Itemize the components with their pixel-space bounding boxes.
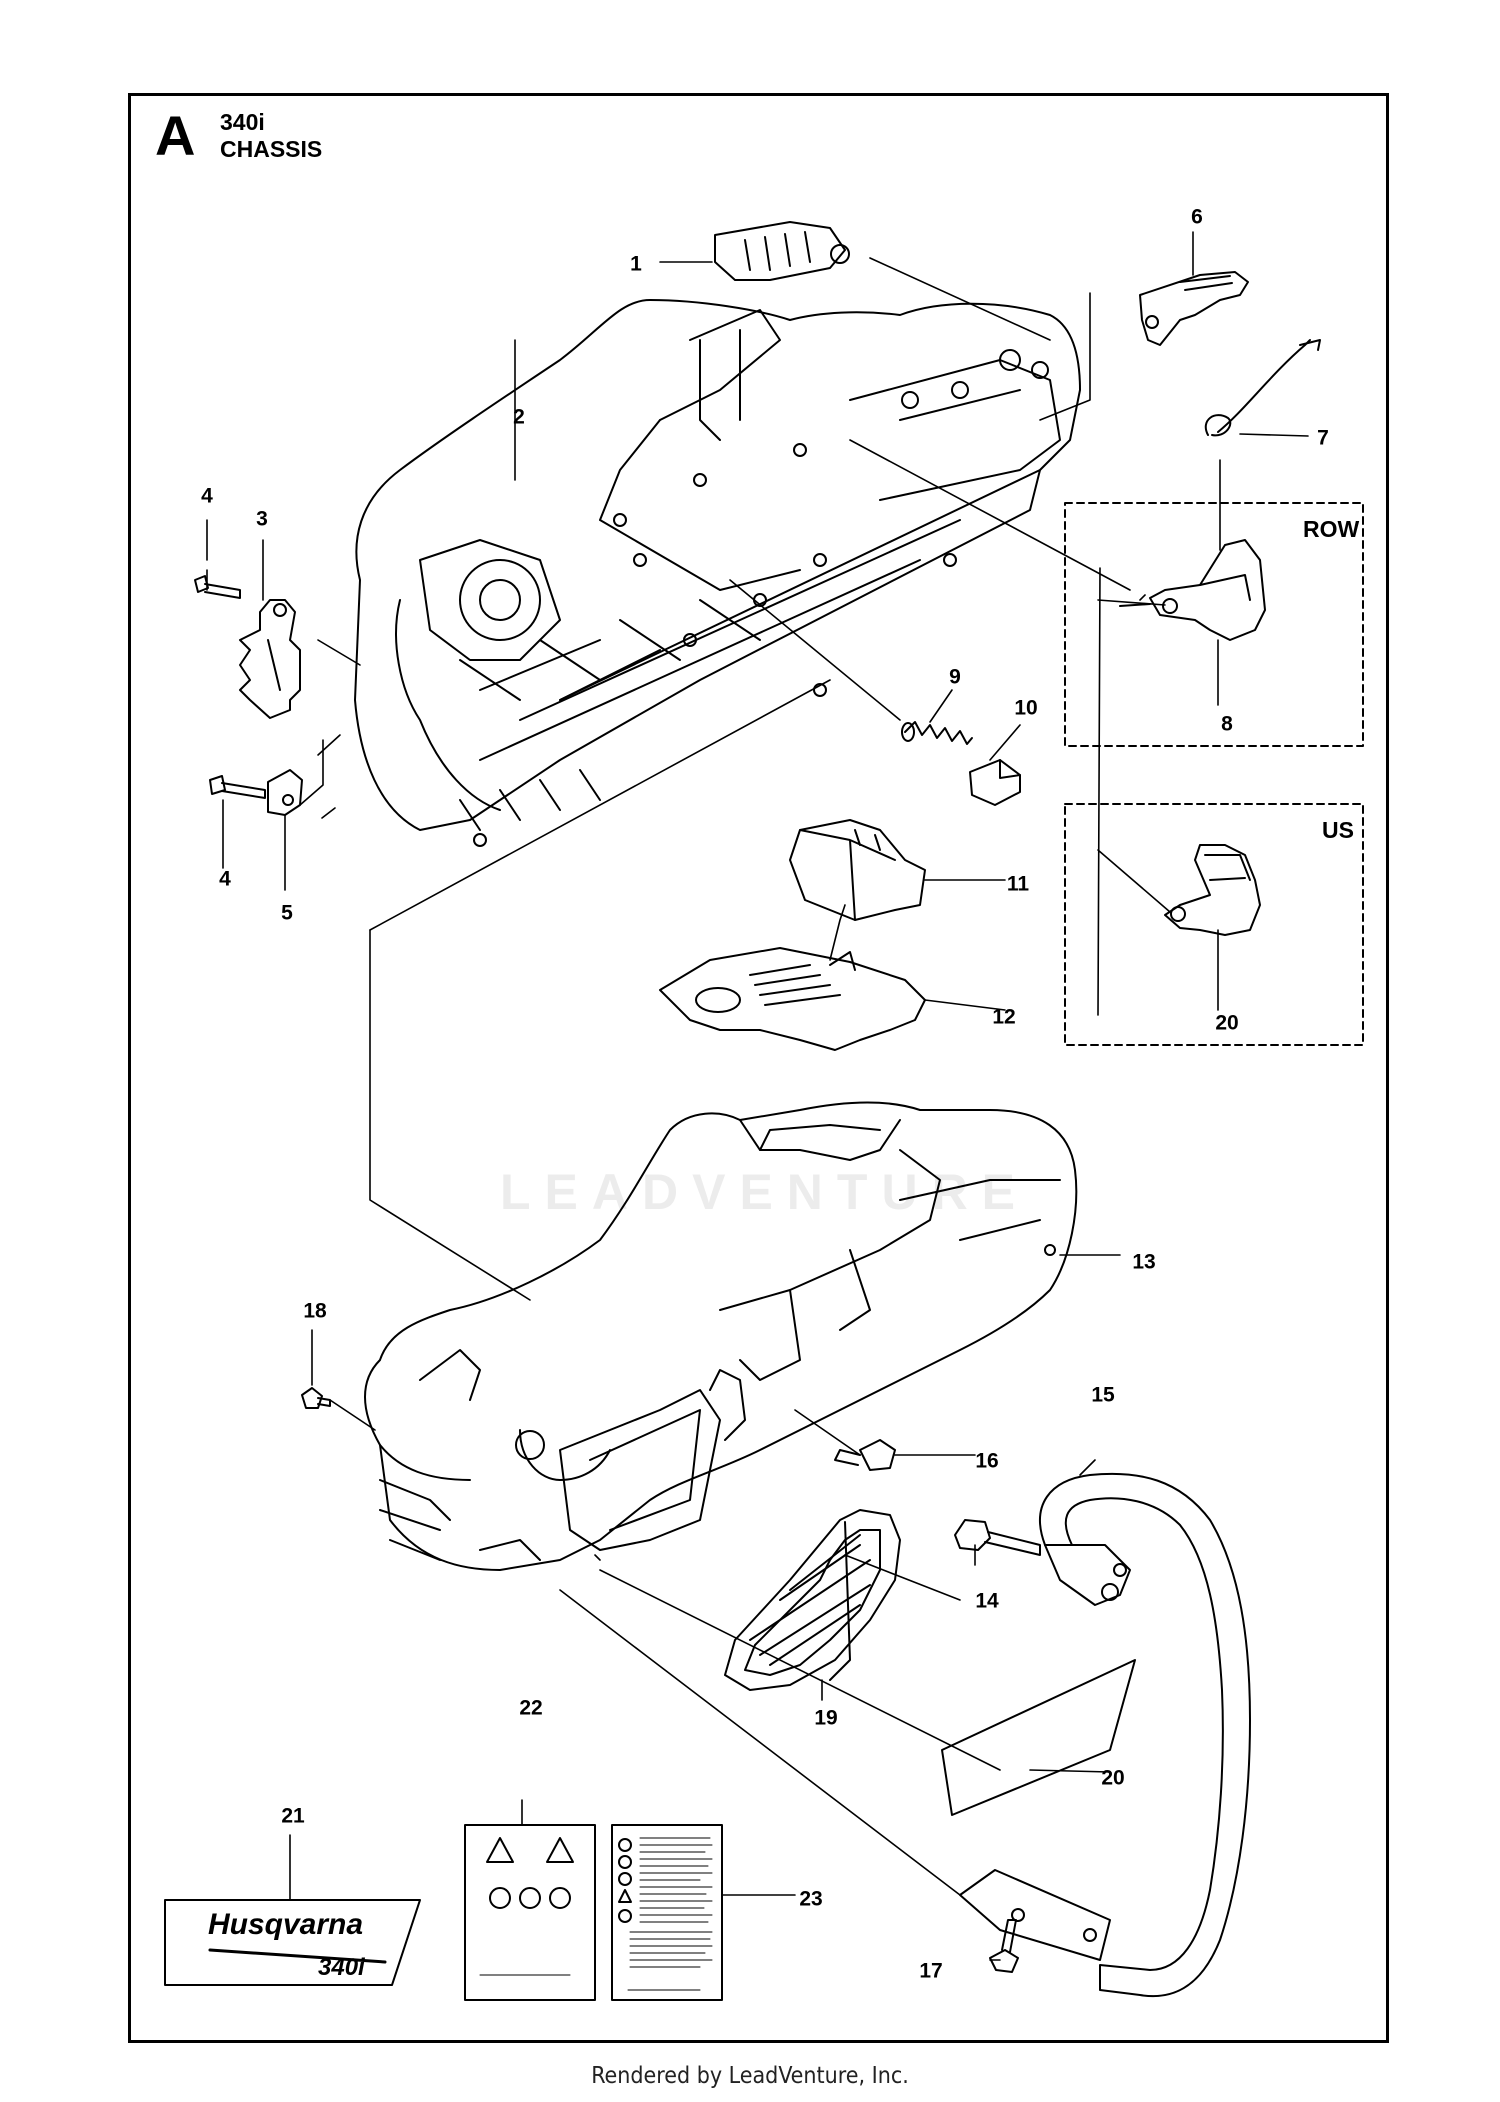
callout-20[interactable]: 20 — [1101, 1766, 1125, 1790]
part-3-bumper-spike — [239, 599, 301, 719]
callout-10[interactable]: 10 — [1014, 696, 1038, 720]
variant-label-us: US — [1322, 817, 1354, 843]
part-12-top-cover — [659, 947, 926, 1051]
part-22-warning-label — [464, 1824, 596, 2001]
part-6-lever — [1139, 271, 1249, 346]
part-10-slider — [969, 759, 1021, 806]
diagram-frame — [128, 93, 1389, 2043]
part-18-pin — [301, 1387, 331, 1409]
callout-22[interactable]: 22 — [519, 1696, 543, 1720]
callout-19[interactable]: 19 — [814, 1706, 838, 1730]
callout-21[interactable]: 21 — [281, 1804, 305, 1828]
callout-12[interactable]: 12 — [992, 1005, 1016, 1029]
part-9-spring — [901, 721, 973, 745]
callout-3[interactable]: 3 — [256, 507, 268, 531]
footer-credit: Rendered by LeadVenture, Inc. — [591, 2063, 909, 2089]
part-15-front-handle — [1039, 1472, 1251, 1998]
callout-14[interactable]: 14 — [975, 1589, 999, 1613]
callout-17[interactable]: 17 — [919, 1959, 943, 1983]
callout-18[interactable]: 18 — [303, 1299, 327, 1323]
part-7-spring — [1204, 339, 1321, 437]
part-8-trigger-row — [1119, 539, 1266, 641]
callout-4[interactable]: 4 — [219, 867, 231, 891]
callout-4[interactable]: 4 — [201, 484, 213, 508]
watermark: LEADVENTURE — [500, 1164, 1030, 1220]
section-letter: A — [155, 104, 196, 167]
part-21-brand-decal — [164, 1899, 421, 1986]
variant-box-row — [1064, 502, 1364, 747]
callout-8[interactable]: 8 — [1221, 712, 1233, 736]
callout-23[interactable]: 23 — [799, 1887, 823, 1911]
part-1-cap — [714, 221, 850, 281]
part-4-screw-bottom — [209, 775, 266, 799]
part-20-decal-strip — [941, 1659, 1136, 1816]
callout-7[interactable]: 7 — [1317, 426, 1329, 450]
part-23-instruction-label — [611, 1824, 723, 2001]
variant-label-row: ROW — [1303, 516, 1360, 542]
callout-13[interactable]: 13 — [1132, 1250, 1156, 1274]
part-11-button-housing — [789, 819, 926, 921]
handle-guard-bracket — [959, 1869, 1111, 1961]
decal-brand-text: Husqvarna — [208, 1908, 364, 1941]
variant-box-us — [1064, 803, 1364, 1046]
part-13-lower-housing — [364, 1101, 1078, 1571]
callout-6[interactable]: 6 — [1191, 205, 1203, 229]
callout-16[interactable]: 16 — [975, 1449, 999, 1473]
part-16-screw — [834, 1439, 896, 1471]
part-14-bolt — [954, 1519, 1041, 1556]
callout-15[interactable]: 15 — [1091, 1383, 1115, 1407]
leader-lines — [206, 231, 1309, 1961]
part-5-bracket — [267, 769, 303, 816]
callout-20[interactable]: 20 — [1215, 1011, 1239, 1035]
callout-11[interactable]: 11 — [1006, 872, 1030, 896]
decal-model-text: 340i — [318, 1954, 365, 1981]
callout-9[interactable]: 9 — [949, 665, 961, 689]
part-17-screw — [989, 1919, 1019, 1973]
part-19-grille — [724, 1509, 901, 1691]
callout-5[interactable]: 5 — [281, 901, 293, 925]
model-name: 340i — [220, 109, 265, 135]
part-4-screw-top — [194, 575, 241, 599]
callout-2[interactable]: 2 — [513, 405, 525, 429]
section-title: CHASSIS — [220, 136, 323, 162]
part-2-chassis — [354, 299, 1081, 847]
callout-1[interactable]: 1 — [630, 252, 642, 276]
part-20-trigger-us — [1164, 844, 1261, 936]
